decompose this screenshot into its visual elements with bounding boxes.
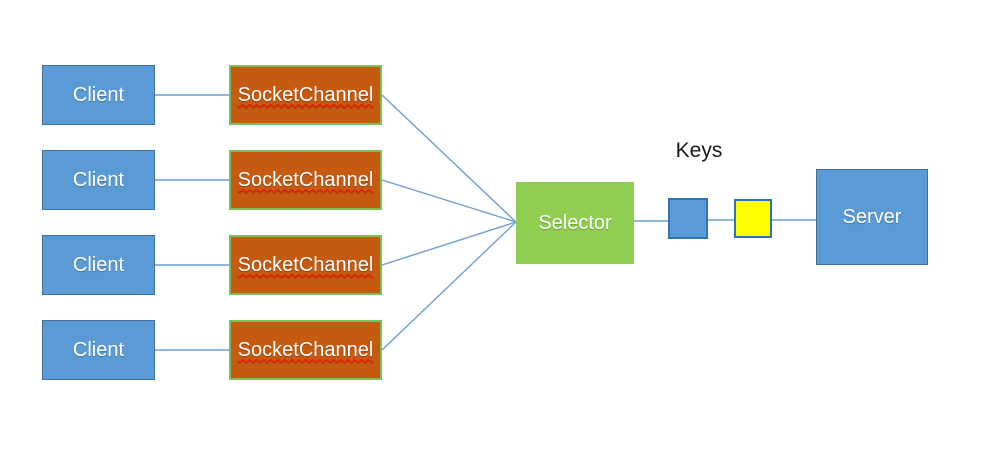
socketchannel4-selector-connector <box>381 221 517 351</box>
client-label: Client <box>72 253 125 276</box>
server-label: Server <box>842 205 902 228</box>
selector-node: Selector <box>516 182 634 264</box>
socketchannel-node-4: SocketChannel <box>229 320 382 380</box>
socketchannel-label: SocketChannel <box>237 338 374 361</box>
socketchannel1-selector-connector <box>381 94 517 223</box>
client-label: Client <box>72 168 125 191</box>
socketchannel3-selector-connector <box>381 221 517 266</box>
socketchannel-label: SocketChannel <box>237 253 374 276</box>
client-node-1: Client <box>42 65 155 125</box>
socketchannel-node-1: SocketChannel <box>229 65 382 125</box>
client-node-3: Client <box>42 235 155 295</box>
keys-label: Keys <box>675 139 723 162</box>
socketchannel2-selector-connector <box>381 179 517 223</box>
client-label: Client <box>72 83 125 106</box>
server-node: Server <box>816 169 928 265</box>
key-square-blue <box>668 198 708 239</box>
key-square-yellow <box>734 199 772 238</box>
client-label: Client <box>72 338 125 361</box>
socketchannel-label: SocketChannel <box>237 83 374 106</box>
client-node-4: Client <box>42 320 155 380</box>
socketchannel-node-2: SocketChannel <box>229 150 382 210</box>
socketchannel-label: SocketChannel <box>237 168 374 191</box>
client-node-2: Client <box>42 150 155 210</box>
socketchannel-node-3: SocketChannel <box>229 235 382 295</box>
selector-label: Selector <box>538 211 612 234</box>
